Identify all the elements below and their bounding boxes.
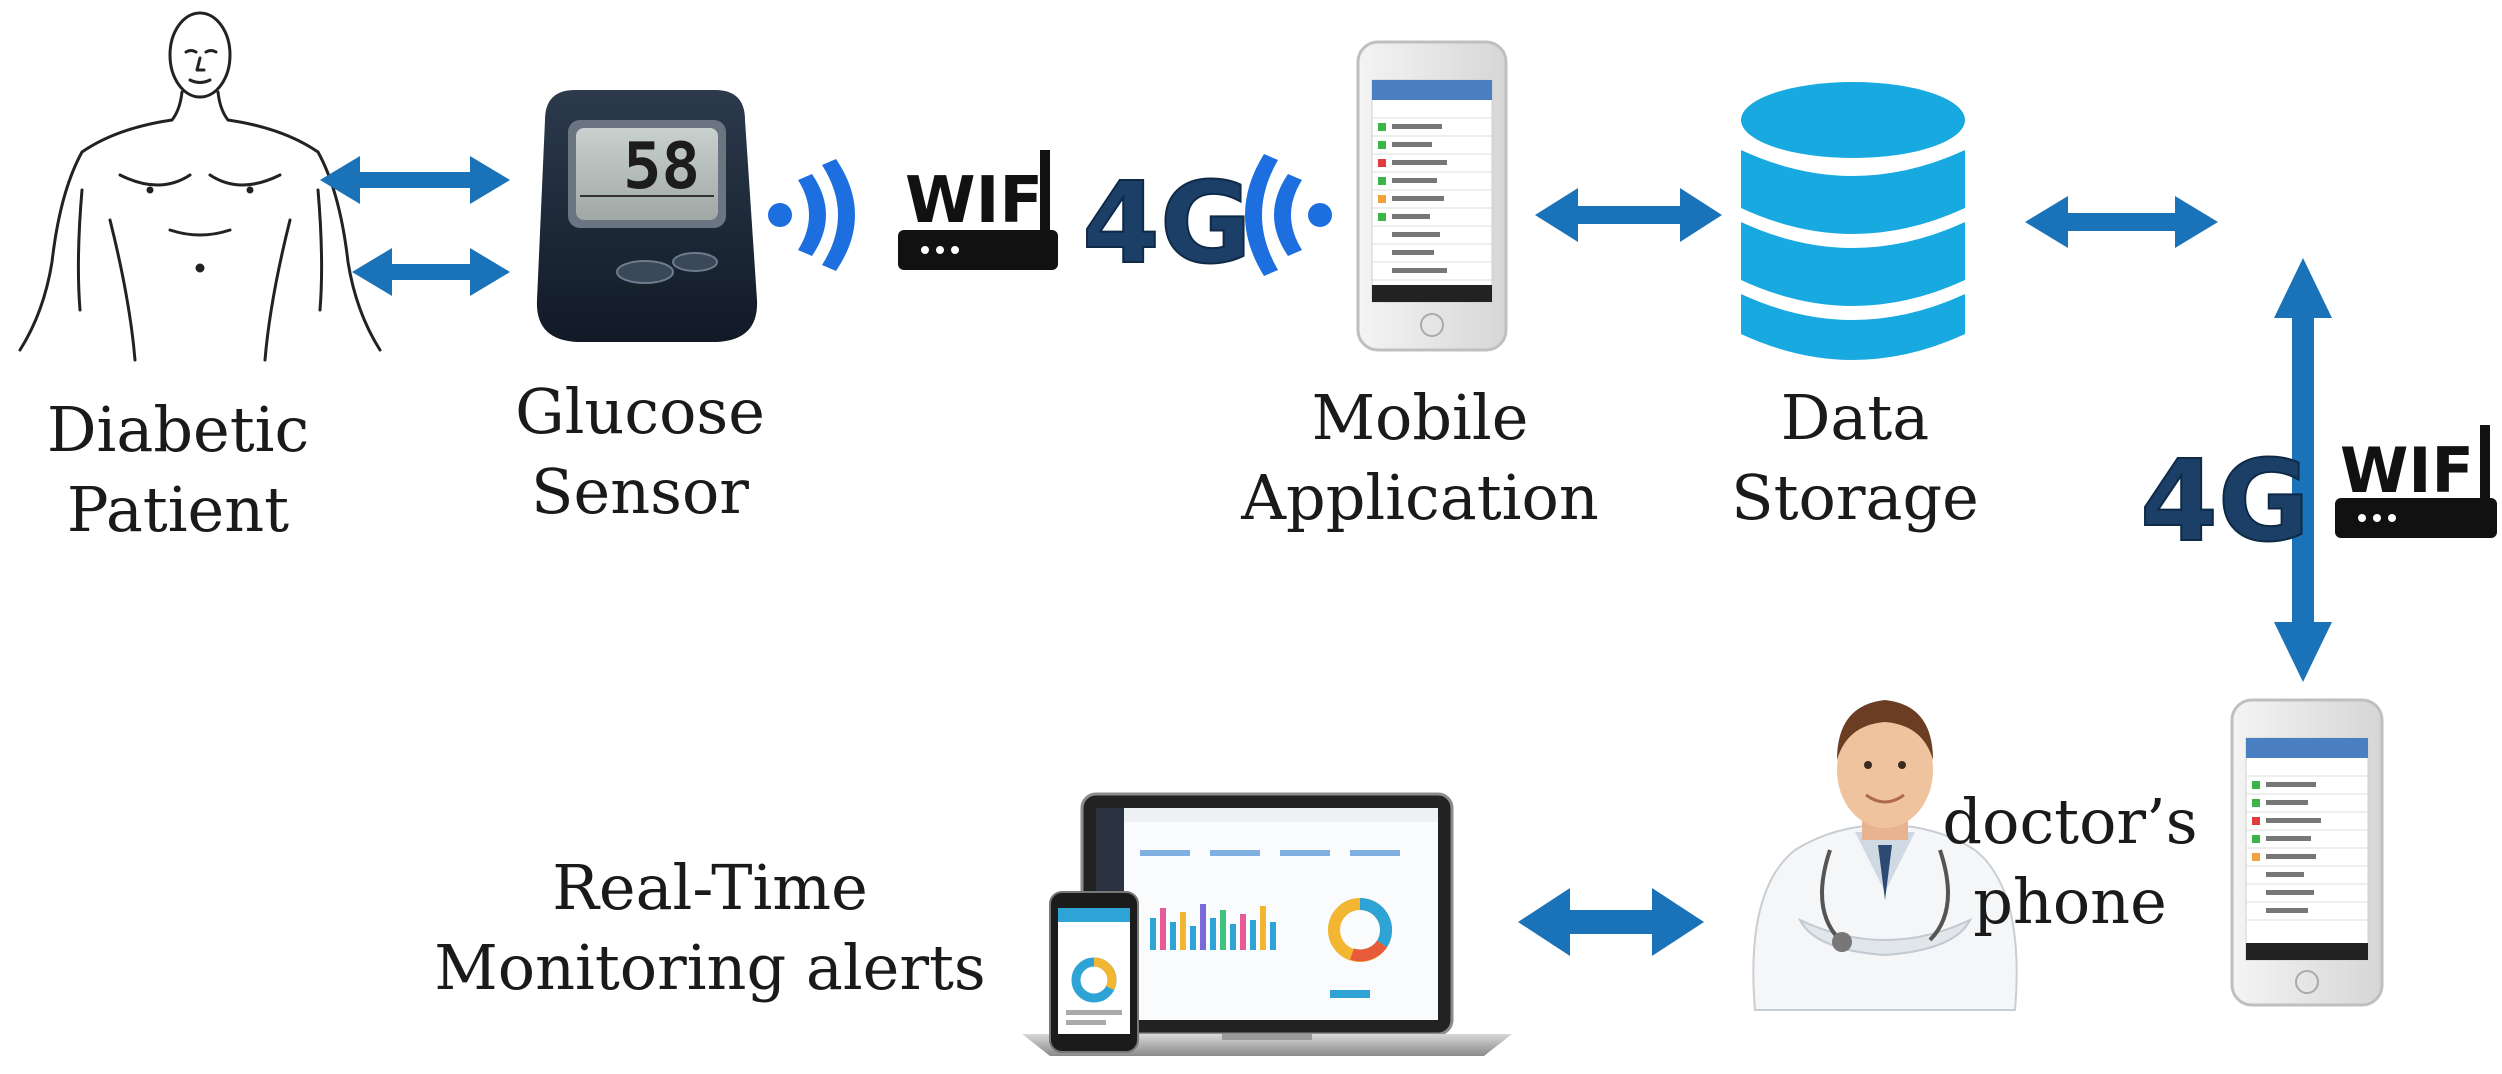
database-icon — [1741, 82, 1965, 360]
wifi-router-icon-2 — [2335, 425, 2497, 538]
label-diabetic-patient: Diabetic Patient — [28, 390, 328, 550]
wifi-router-icon-1 — [898, 150, 1058, 270]
label-doctor-phone-line1: doctor’s — [1942, 785, 2198, 858]
label-mobile-application: Mobile Application — [1220, 378, 1620, 538]
wifi-label-1: WIF — [905, 164, 1043, 238]
label-data-storage: Data Storage — [1705, 378, 2005, 538]
label-realtime-monitoring-line1: Real-Time — [552, 851, 868, 924]
label-diabetic-patient-line1: Diabetic — [46, 393, 310, 466]
arrow-patient-sensor-lower — [352, 248, 510, 296]
arrow-storage-cloud — [2025, 196, 2218, 248]
label-realtime-monitoring-line2: Monitoring alerts — [434, 931, 986, 1004]
glucose-meter-icon — [536, 90, 758, 342]
label-doctor-phone: doctor’s phone — [1920, 782, 2220, 942]
cellular-4g-label-2: 4G — [2140, 437, 2310, 567]
label-glucose-sensor-line1: Glucose — [515, 375, 765, 448]
dashboard-bar-chart — [1150, 904, 1276, 950]
meter-display-value: 58 — [623, 130, 700, 204]
label-data-storage-line1: Data — [1780, 381, 1930, 454]
label-realtime-monitoring: Real-Time Monitoring alerts — [430, 848, 990, 1008]
label-diabetic-patient-line2: Patient — [66, 473, 290, 546]
doctor-phone-icon — [2230, 698, 2384, 1007]
doctor-figure-icon — [1752, 700, 2018, 1011]
label-glucose-sensor-line2: Sensor — [531, 455, 749, 528]
wifi-label-2: WIF — [2340, 434, 2474, 507]
wireless-signal-icon-1 — [768, 159, 855, 271]
label-doctor-phone-line2: phone — [1973, 865, 2167, 938]
cellular-4g-label-1: 4G — [1082, 159, 1252, 289]
dashboard-phone-icon — [1049, 891, 1139, 1053]
patient-figure-icon — [18, 11, 382, 362]
label-mobile-application-line2: Application — [1241, 461, 1599, 534]
arrow-monitoring-doctor — [1518, 888, 1704, 956]
dashboard-donut-chart — [1328, 897, 1393, 962]
mobile-phone-icon — [1356, 40, 1508, 352]
label-data-storage-line2: Storage — [1731, 461, 1979, 534]
arrow-storage-doctor-vertical — [2274, 258, 2332, 682]
wireless-signal-icon-2 — [1245, 154, 1332, 276]
label-glucose-sensor: Glucose Sensor — [490, 372, 790, 532]
label-mobile-application-line1: Mobile — [1311, 381, 1529, 454]
arrow-mobile-storage — [1535, 188, 1722, 242]
arrow-patient-sensor-upper — [320, 156, 510, 204]
